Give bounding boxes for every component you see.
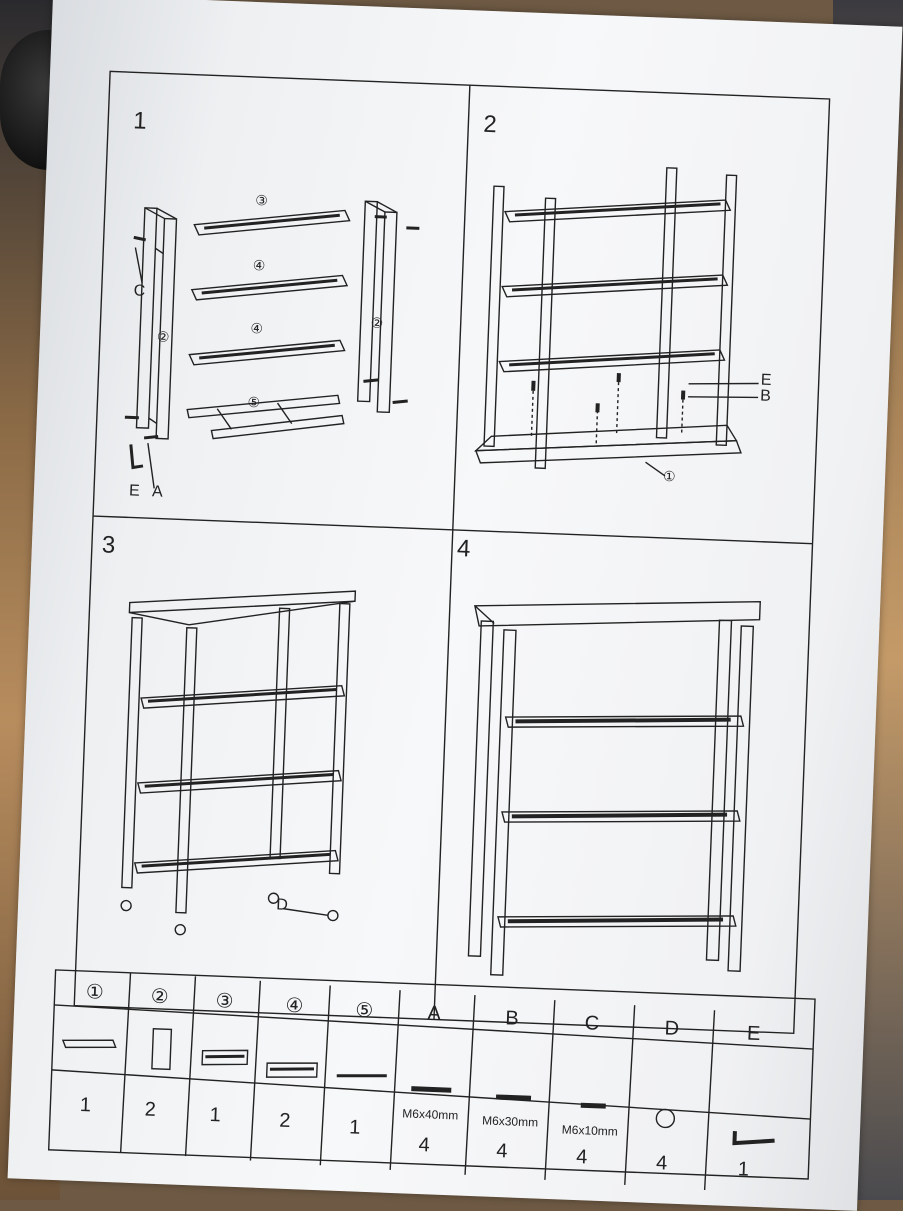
spec-a: M6x40mm — [395, 1106, 465, 1123]
table-header-b: B — [497, 1007, 528, 1031]
spec-b: M6x30mm — [475, 1113, 545, 1130]
table-header-1: ① — [79, 979, 110, 1005]
qty-3: 1 — [200, 1104, 231, 1128]
table-header-a: A — [419, 1002, 450, 1026]
qty-d: 4 — [646, 1152, 677, 1176]
screw-c-icon — [581, 1105, 606, 1106]
step-number-4: 4 — [457, 535, 471, 563]
qty-4: 2 — [270, 1109, 301, 1133]
qty-e: 1 — [728, 1158, 759, 1182]
qty-5: 1 — [339, 1116, 370, 1140]
spec-c: M6x10mm — [555, 1122, 625, 1139]
qty-2: 2 — [135, 1098, 166, 1122]
step1-label-c: C — [133, 282, 145, 300]
step-2-drawing — [475, 161, 767, 480]
step2-label-part1: ① — [663, 468, 676, 485]
screw-b-icon — [496, 1097, 531, 1098]
step1-label-part2a: ② — [157, 328, 170, 345]
step-3-drawing — [117, 583, 355, 941]
table-header-d: D — [656, 1017, 687, 1041]
table-header-5: ⑤ — [349, 997, 380, 1023]
step2-label-b: B — [760, 388, 771, 406]
qty-a: 4 — [409, 1134, 440, 1158]
step1-label-part2b: ② — [370, 315, 383, 332]
step-number-1: 1 — [133, 107, 147, 135]
qty-b: 4 — [487, 1140, 518, 1164]
part-1-icon — [63, 1038, 116, 1049]
table-header-3: ③ — [209, 988, 240, 1014]
step1-label-part3: ③ — [255, 192, 268, 209]
allen-key-e-icon — [734, 1131, 774, 1145]
instruction-sheet: 1 2 3 4 ③ ④ ④ ② ② ⑤ C E A E B ① D ① ② ③ … — [8, 0, 903, 1211]
foot-d-icon — [656, 1109, 675, 1128]
qty-c: 4 — [566, 1146, 597, 1170]
step1-label-part5: ⑤ — [247, 394, 260, 411]
step1-label-part4a: ④ — [252, 257, 265, 274]
table-header-c: C — [576, 1012, 607, 1036]
step-number-2: 2 — [483, 111, 497, 139]
step3-label-d: D — [276, 896, 288, 914]
qty-1: 1 — [70, 1094, 101, 1118]
screw-a-icon — [411, 1089, 451, 1091]
table-header-e: E — [738, 1022, 769, 1046]
part-5-icon — [337, 1074, 387, 1078]
step-4-drawing — [461, 591, 760, 985]
step-number-3: 3 — [101, 531, 115, 559]
step1-label-part4b: ④ — [250, 320, 263, 337]
step1-label-a: A — [152, 483, 163, 501]
step1-label-e: E — [129, 482, 140, 500]
table-header-4: ④ — [279, 993, 310, 1019]
table-header-2: ② — [144, 983, 175, 1009]
part-2-icon — [152, 1029, 172, 1070]
